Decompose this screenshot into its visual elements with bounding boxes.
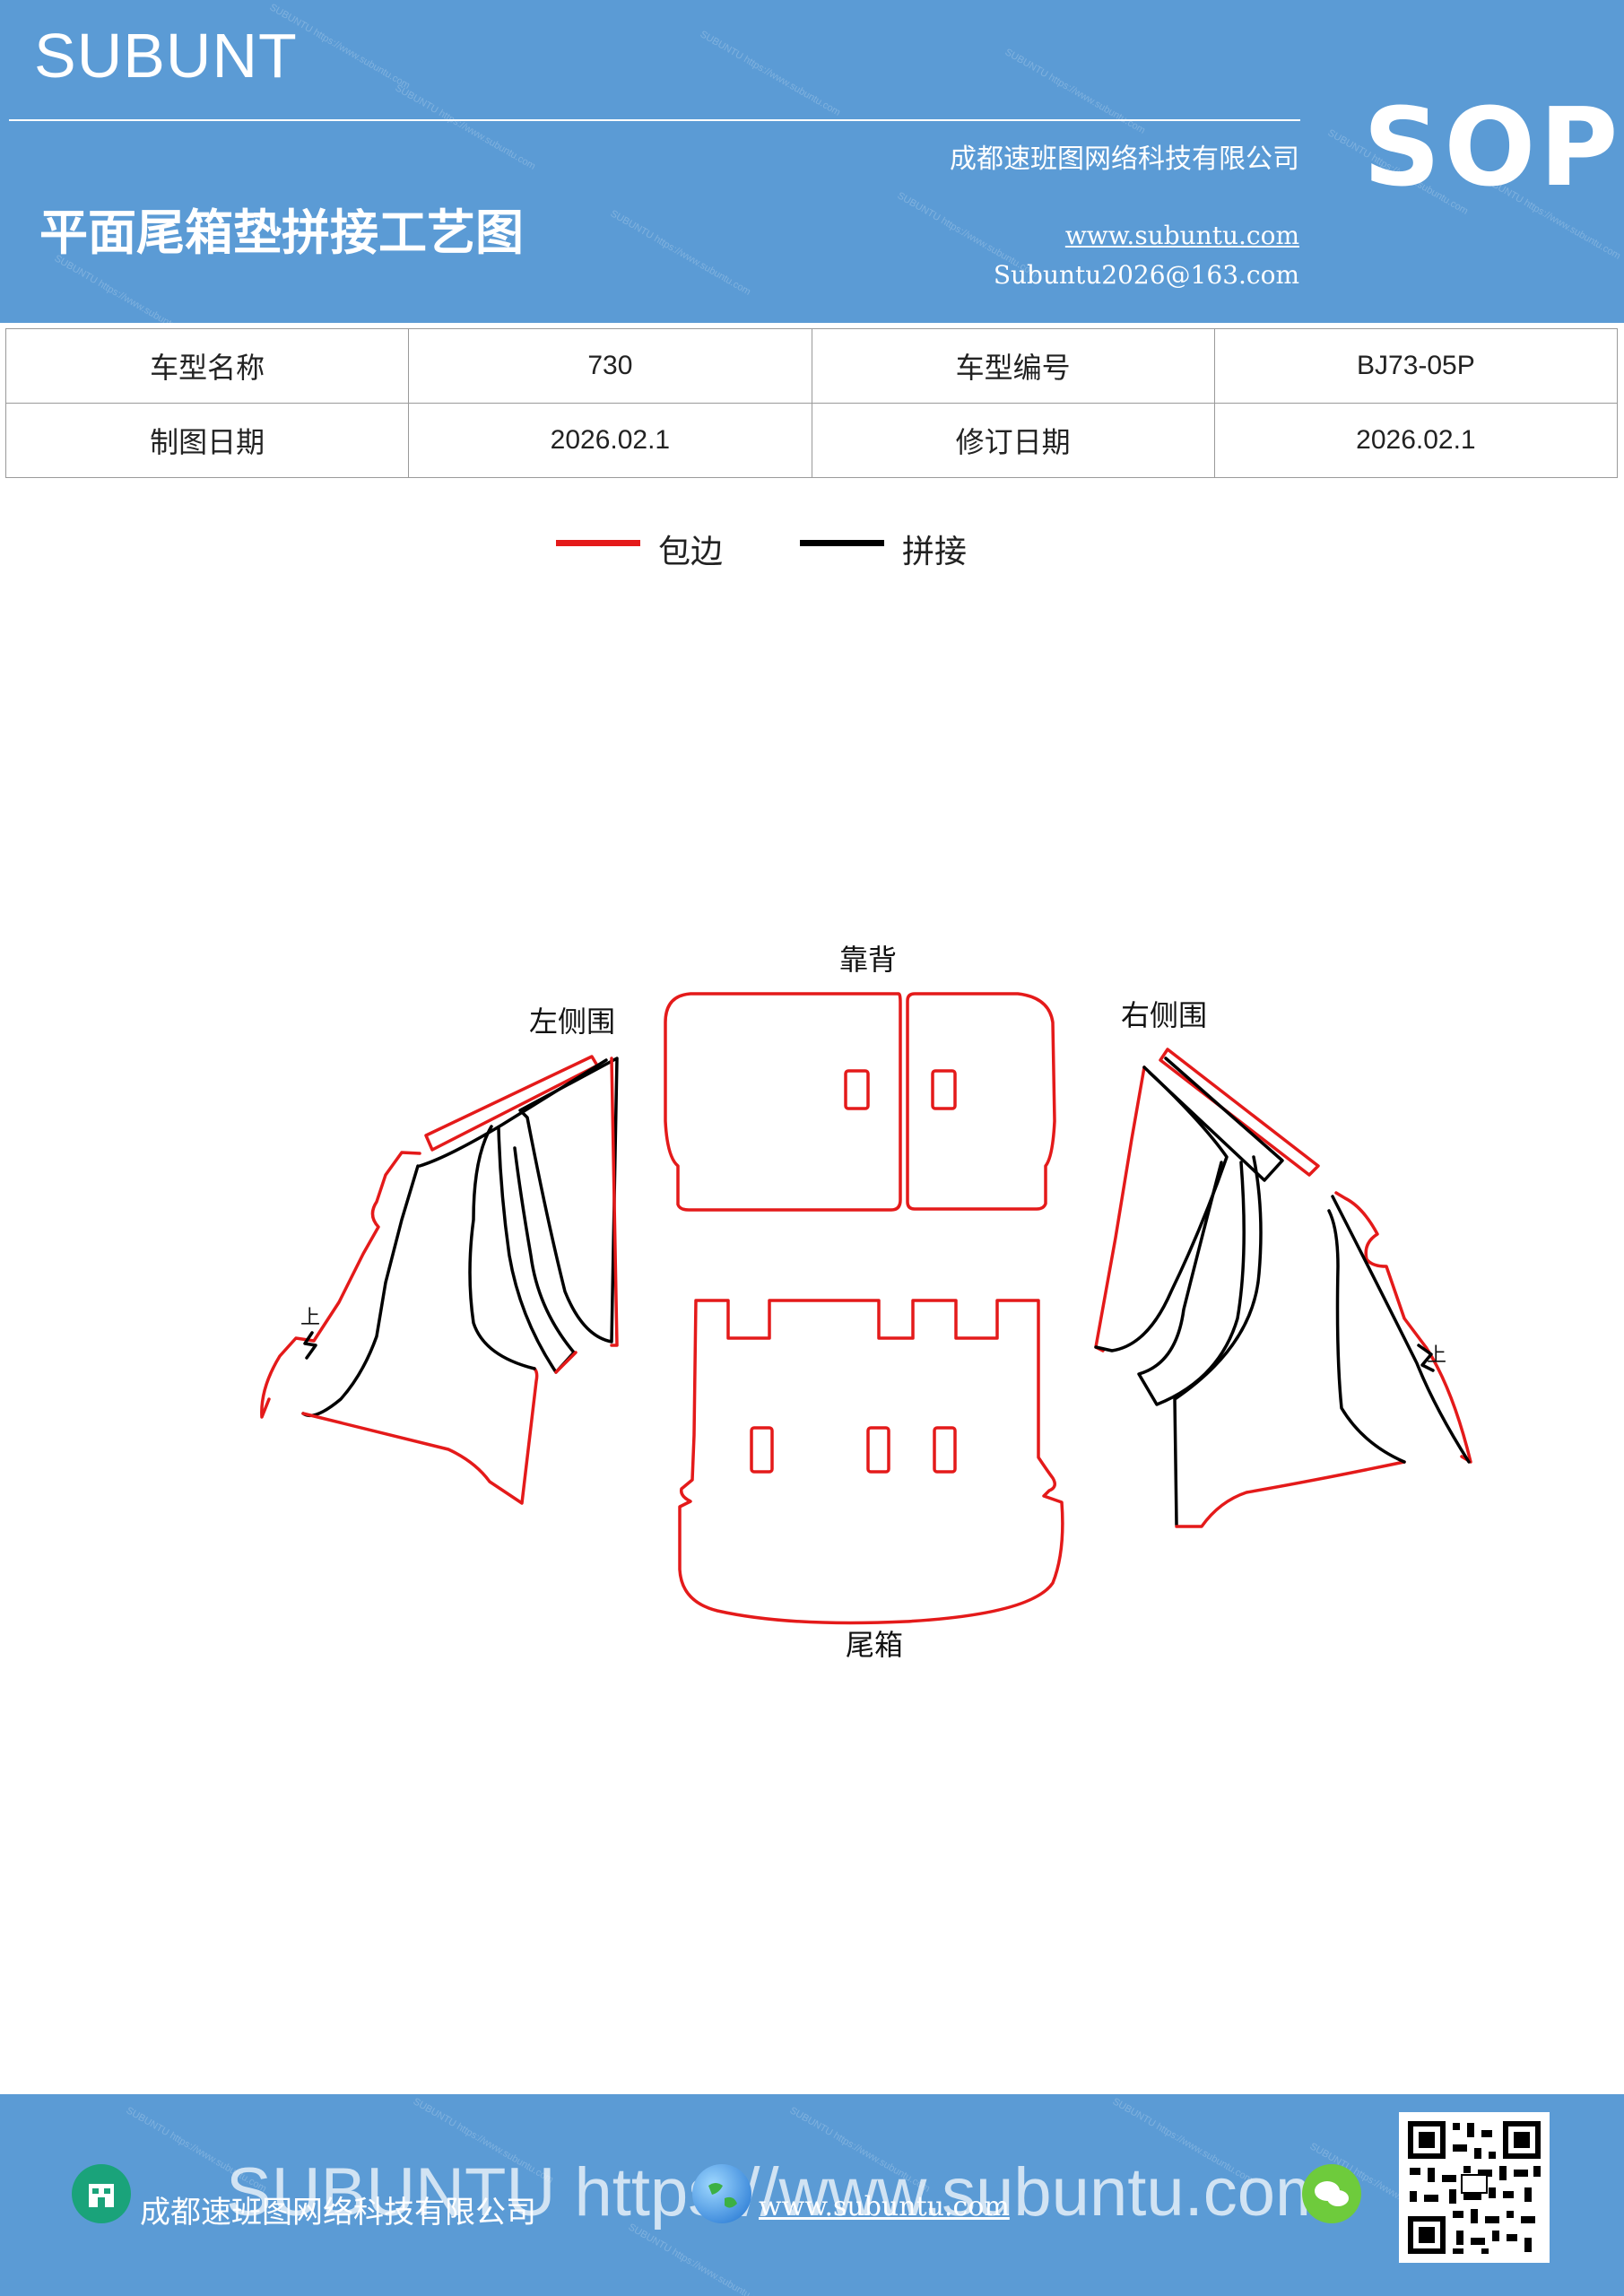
document-title: 平面尾箱垫拼接工艺图: [39, 204, 524, 261]
left-side-seam-c: [518, 1057, 619, 1344]
svg-text:SUBUNTU https://www.subuntu.co: SUBUNTU https://www.subuntu.com: [609, 208, 753, 298]
backrest-label: 靠背: [839, 943, 897, 977]
footer-watermark-text: SUBUNTU https://www.subuntu.com: [226, 2154, 1333, 2231]
drawing-date-label: 制图日期: [4, 403, 410, 478]
left-side-seam-e: [303, 1331, 317, 1360]
footer-website-link[interactable]: www.subuntu.com: [759, 2191, 1010, 2222]
vehicle-info-table: 车型名称 730 车型编号 BJ73-05P 制图日期 2026.02.1 修订…: [4, 328, 1619, 478]
left-side-seam-d: [418, 1058, 608, 1168]
right-up-marker: 上: [1427, 1344, 1446, 1367]
revision-date-label: 修订日期: [811, 403, 1215, 478]
footer-banner: SUBUNTU https://www.subuntu.com SUBUNTU …: [0, 2094, 1624, 2296]
website-link[interactable]: www.subuntu.com: [1064, 221, 1299, 250]
svg-text:SUBUNTU https://www.subuntu.co: SUBUNTU https://www.subuntu.com: [699, 29, 843, 118]
right-side-seam-e: [1331, 1195, 1471, 1464]
right-side-piece-right: [1334, 1191, 1472, 1464]
left-side-seam-a: [468, 1125, 536, 1370]
legend-label-seam: 拼接: [902, 534, 968, 570]
legend-swatch-seam: [800, 540, 884, 546]
brand-logo-text: SUBUNT: [34, 21, 298, 91]
left-side-bottom-red: [554, 1351, 578, 1374]
backrest-slot-right: [931, 1069, 957, 1110]
trunk-slot-3: [933, 1426, 957, 1474]
model-code-label: 车型编号: [811, 328, 1215, 404]
header-divider: [9, 119, 1300, 121]
company-name: 成都速班图网络科技有限公司: [950, 144, 1299, 175]
backrest-left-panel: [664, 992, 902, 1212]
table-row: 制图日期 2026.02.1 修订日期 2026.02.1: [4, 403, 1619, 478]
table-row: 车型名称 730 车型编号 BJ73-05P: [4, 328, 1619, 404]
legend-label-edge: 包边: [658, 534, 724, 570]
right-side-lower-edge: [1175, 1460, 1406, 1528]
model-name-value: 730: [408, 328, 812, 404]
left-side-outer-stroke: [610, 1057, 619, 1347]
qr-code: [1399, 2112, 1550, 2263]
right-side-label: 右侧围: [1121, 998, 1207, 1032]
drawing-date-value: 2026.02.1: [408, 403, 812, 478]
globe-icon: [692, 2164, 751, 2223]
model-name-label: 车型名称: [4, 328, 410, 404]
svg-text:SUBUNTU https://www.subuntu.co: SUBUNTU https://www.subuntu.com: [1003, 47, 1148, 136]
left-side-main-body: [301, 1164, 420, 1418]
header-banner: SUBUNTU https://www.subuntu.com SUBUNTU …: [0, 0, 1624, 323]
trunk-slot-2: [866, 1426, 890, 1474]
mat-splice-diagram: 靠背 左侧围 右侧围 尾箱 上 上: [260, 943, 1472, 1662]
right-side-piece-left: [1094, 1065, 1146, 1352]
svg-text:SUBUNTU https://www.subuntu.co: SUBUNTU https://www.subuntu.com: [627, 2222, 771, 2296]
svg-text:SUBUNTU https://www.subuntu.co: SUBUNTU https://www.subuntu.com: [394, 83, 538, 172]
left-side-piece-upper: [260, 1151, 421, 1419]
right-side-seam-d: [1327, 1209, 1406, 1464]
trunk-slot-1: [750, 1426, 774, 1474]
wechat-icon: [1302, 2164, 1361, 2223]
sop-badge: SOP: [1363, 86, 1622, 211]
trunk-label: 尾箱: [846, 1628, 903, 1662]
building-icon: [72, 2164, 131, 2223]
right-side-seam-f: [1417, 1344, 1435, 1372]
backrest-right-panel: [906, 992, 1056, 1211]
left-up-marker: 上: [300, 1307, 320, 1329]
left-side-lower-edge: [301, 1367, 539, 1505]
legend-swatch-edge: [556, 540, 640, 546]
right-side-seam-c: [1173, 1155, 1263, 1526]
email-address: Subuntu2026@163.com: [993, 260, 1299, 290]
trunk-floor-panel: [678, 1299, 1064, 1625]
revision-date-value: 2026.02.1: [1213, 403, 1619, 478]
left-side-strip-top: [424, 1055, 599, 1152]
right-side-seam-b: [1137, 1161, 1246, 1406]
footer-company-name: 成都速班图网络科技有限公司: [140, 2195, 536, 2231]
left-side-label: 左侧围: [529, 1004, 615, 1039]
right-side-strip-top: [1159, 1048, 1320, 1177]
backrest-slot-left: [844, 1069, 870, 1110]
right-side-seam-mid: [1148, 1057, 1284, 1182]
model-code-value: BJ73-05P: [1213, 328, 1619, 404]
right-side-seam-left: [1094, 1065, 1229, 1352]
